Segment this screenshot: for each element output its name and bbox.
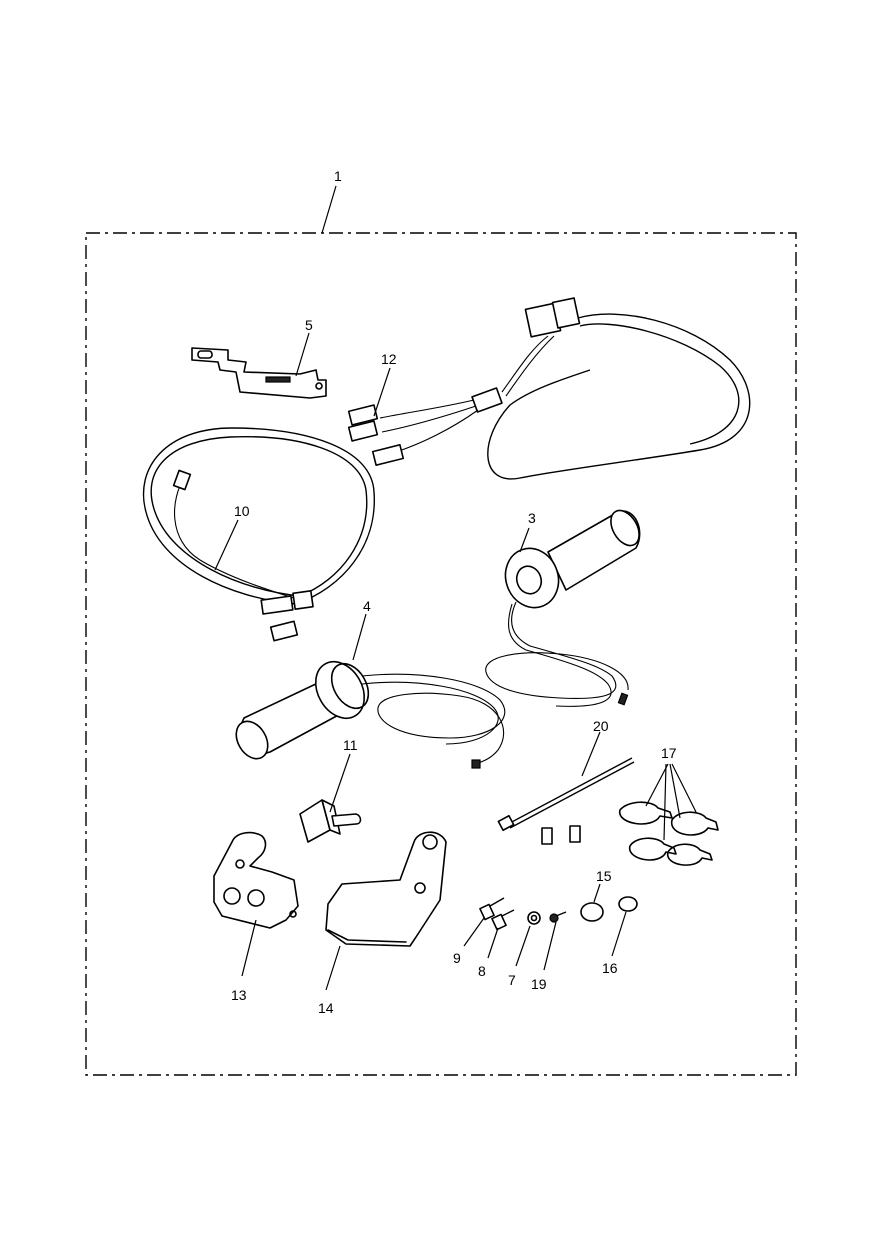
nut: [515, 911, 541, 967]
callout-17: 17: [661, 745, 677, 761]
callout-3: 3: [528, 510, 536, 526]
callout-11: 11: [343, 737, 358, 753]
callout-4: 4: [363, 598, 371, 614]
hardware: [463, 883, 638, 971]
mounting-bracket: [191, 332, 327, 399]
screw: [487, 909, 515, 959]
callout-13: 13: [231, 987, 247, 1003]
callout-14: 14: [318, 1000, 334, 1016]
callout-9: 9: [453, 950, 461, 966]
screw: [463, 897, 505, 947]
plug: [611, 896, 638, 957]
callout-8: 8: [478, 963, 486, 979]
grommet: [580, 883, 604, 922]
cable-tie: [497, 731, 635, 845]
callout-1: 1: [334, 168, 342, 184]
wiring-harness: [347, 297, 751, 480]
callout-12: 12: [381, 351, 397, 367]
callout-16: 16: [602, 960, 618, 976]
callout-20: 20: [593, 718, 609, 734]
screw: [543, 911, 567, 971]
callout-10: 10: [234, 503, 250, 519]
switch-cover: [325, 831, 447, 991]
switch-housing: [213, 831, 299, 977]
callout-5: 5: [305, 317, 313, 333]
toggle-switch: [299, 753, 362, 843]
p-clips: [619, 763, 719, 866]
grip-right: [485, 509, 641, 707]
kit-boundary: [85, 185, 797, 1076]
grip-left: [235, 613, 506, 769]
wire-loom: [142, 427, 375, 642]
callout-19: 19: [531, 976, 547, 992]
callout-labels: 1 5 12 10 3 4 20 11 17 15 9 16 8 7 19 13…: [231, 168, 677, 1016]
callout-15: 15: [596, 868, 612, 884]
callout-7: 7: [508, 972, 516, 988]
